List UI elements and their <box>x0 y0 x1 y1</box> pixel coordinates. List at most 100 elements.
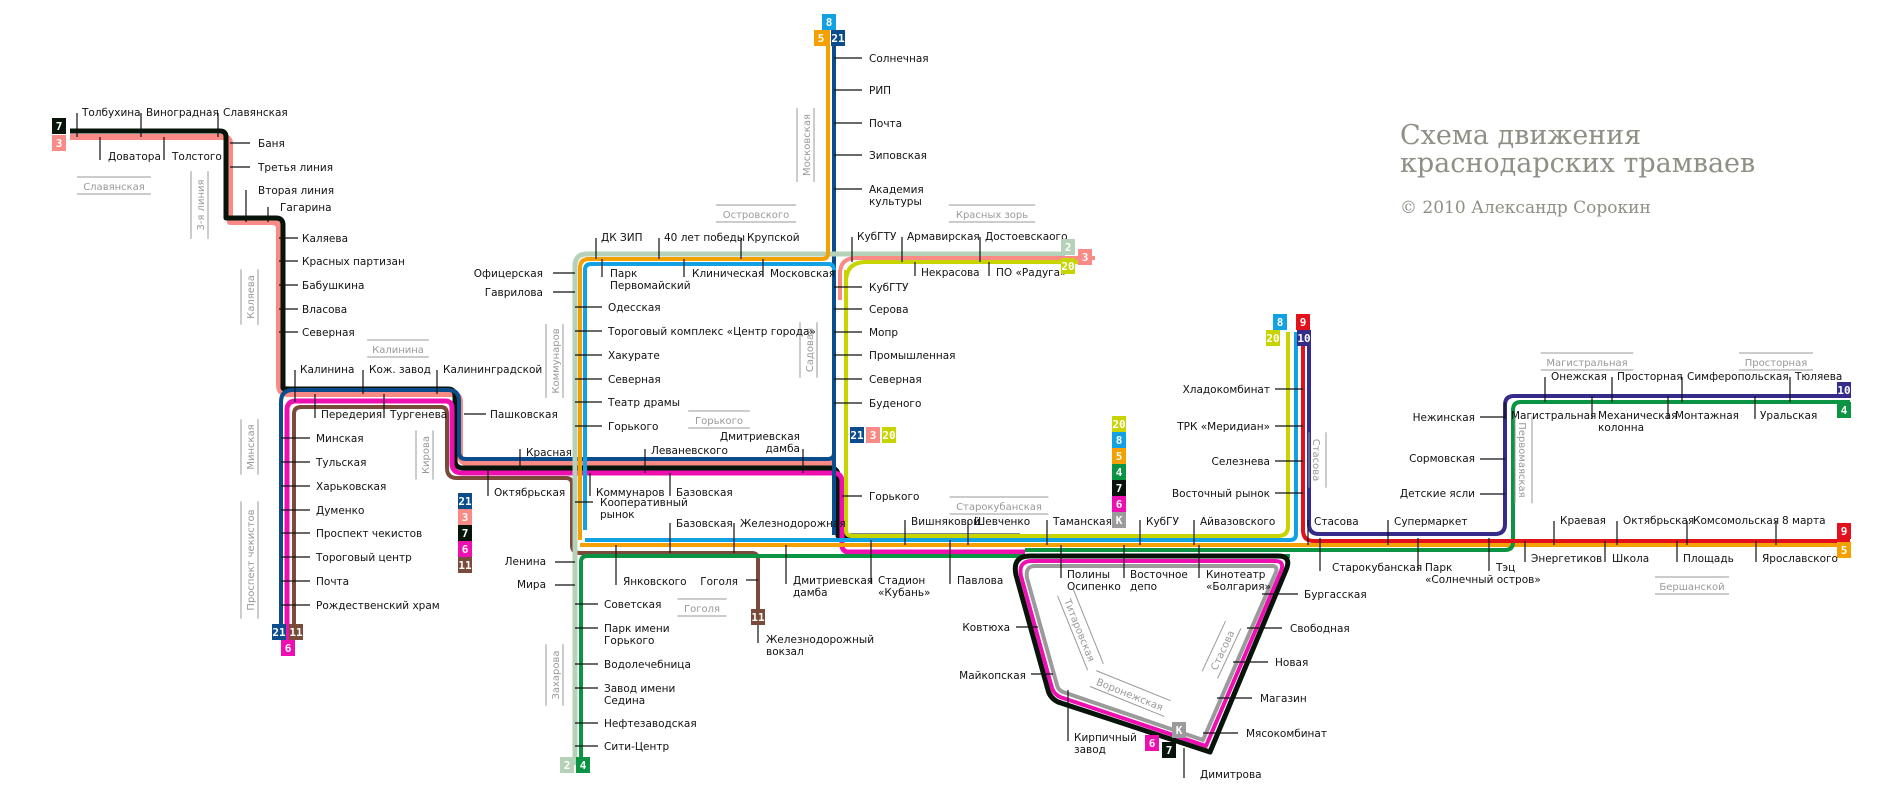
stop-sovetskaya[interactable]: Советская <box>604 599 661 611</box>
route-badge-st-20[interactable]: 20 <box>1266 330 1280 346</box>
route-badge-sad-3[interactable]: 3 <box>866 427 880 443</box>
route-badge-loop-6[interactable]: 6 <box>1145 735 1159 751</box>
stop-stadion[interactable]: Стадион«Кубань» <box>878 575 930 599</box>
stop-dk_zip[interactable]: ДК ЗИП <box>601 232 642 244</box>
stop-teatr[interactable]: Театр драмы <box>607 397 680 409</box>
route-badge-okt-21[interactable]: 21 <box>458 493 472 509</box>
stop-mira[interactable]: Мира <box>517 579 546 591</box>
stop-ayvazovskogo[interactable]: Айвазовского <box>1200 516 1275 528</box>
stop-pashkovskaya[interactable]: Пашковская <box>490 409 558 421</box>
stop-tolbukhina[interactable]: Толбухина <box>81 107 141 119</box>
stop-zipovskaya[interactable]: Зиповская <box>869 150 927 162</box>
stop-pochta1[interactable]: Почта <box>316 576 349 588</box>
route-badge-center-6[interactable]: 6 <box>1112 496 1126 512</box>
route-badge-north-21[interactable]: 21 <box>831 30 845 46</box>
route-badge-center-4[interactable]: 4 <box>1112 464 1126 480</box>
stop-kraevaya[interactable]: Краевая <box>1560 515 1606 527</box>
stop-armavirskaya[interactable]: Армавирская <box>907 231 980 243</box>
stop-raduga[interactable]: ПО «Радуга» <box>996 267 1067 279</box>
stop-bolgariya[interactable]: Кинотеатр«Болгария» <box>1206 569 1271 593</box>
route-badge-okt-3[interactable]: 3 <box>458 509 472 525</box>
stop-kubgtu1[interactable]: КубГТУ <box>857 231 897 243</box>
route-badge-st-8[interactable]: 8 <box>1273 314 1287 330</box>
route-badge-east-9[interactable]: 9 <box>1837 523 1851 539</box>
stop-krasnyh_partizan[interactable]: Красных партизан <box>302 256 405 268</box>
stop-prostornaya[interactable]: Просторная <box>1617 371 1683 383</box>
stop-solnechnaya[interactable]: Солнечная <box>869 53 929 65</box>
route-badge-sad-20[interactable]: 20 <box>882 427 896 443</box>
stop-magazin[interactable]: Магазин <box>1260 693 1307 705</box>
stop-severnaya3[interactable]: Северная <box>869 374 922 386</box>
stop-lenina[interactable]: Ленина <box>505 556 546 568</box>
route-badge-north-5[interactable]: 5 <box>814 30 828 46</box>
stop-ofitserskaya[interactable]: Офицерская <box>474 268 543 280</box>
stop-promyshl[interactable]: Промышленная <box>869 350 955 362</box>
stop-onezhskaya[interactable]: Онежская <box>1551 371 1607 383</box>
stop-severnaya2[interactable]: Северная <box>608 374 661 386</box>
stop-dimitrova[interactable]: Димитрова <box>1200 769 1262 781</box>
stop-torg_center[interactable]: Тороговый центр <box>315 552 412 564</box>
stop-tets[interactable]: Тэц <box>1495 562 1515 574</box>
route-badge-east-10[interactable]: 10 <box>1837 382 1851 398</box>
stop-shevchenko[interactable]: Шевченко <box>974 516 1030 528</box>
stop-tretya[interactable]: Третья линия <box>257 162 333 174</box>
stop-8marta[interactable]: 8 марта <box>1782 515 1826 527</box>
stop-svobodnaya[interactable]: Свободная <box>1290 623 1350 635</box>
stop-shkola[interactable]: Школа <box>1612 553 1649 565</box>
stop-novaya[interactable]: Новая <box>1275 657 1308 669</box>
stop-vost_rynok[interactable]: Восточный рынок <box>1172 488 1270 500</box>
stop-vishnyakovoy[interactable]: Вишняковой <box>911 516 980 528</box>
stop-selezneva[interactable]: Селезнева <box>1212 456 1271 468</box>
stop-kovtyukha[interactable]: Ковтюха <box>962 622 1010 634</box>
stop-myasokomb[interactable]: Мясокомбинат <box>1246 728 1327 740</box>
stop-magistralnaya[interactable]: Магистральная <box>1511 410 1596 422</box>
route-badge-kz-2[interactable]: 2 <box>1061 239 1075 255</box>
stop-slavyanskaya[interactable]: Славянская <box>223 107 288 119</box>
stop-kubgtu2[interactable]: КубГТУ <box>869 282 909 294</box>
stop-perederiya[interactable]: Передерия <box>321 409 382 421</box>
stop-energetikov[interactable]: Энергетиков <box>1531 553 1602 565</box>
stop-bazovskaya2[interactable]: Базовская <box>676 518 733 530</box>
route-badge-okt-6[interactable]: 6 <box>458 541 472 557</box>
stop-nekrasova[interactable]: Некрасова <box>921 267 980 279</box>
stop-klinicheskaya[interactable]: Клиническая <box>692 268 764 280</box>
route-badge-sw-6[interactable]: 6 <box>281 640 295 656</box>
route-badge-okt-7[interactable]: 7 <box>458 525 472 541</box>
route-badge-nw-7[interactable]: 7 <box>52 118 66 134</box>
stop-tolstogo[interactable]: Толстого <box>171 151 222 163</box>
stop-vtoraya[interactable]: Вторая линия <box>258 185 334 197</box>
route-badge-north-8[interactable]: 8 <box>822 14 836 30</box>
stop-tyulyaeva[interactable]: Тюляева <box>1794 371 1842 383</box>
stop-vlasova[interactable]: Власова <box>302 304 347 316</box>
stop-kharkovskaya[interactable]: Харьковская <box>316 481 386 493</box>
route-badge-loop-K[interactable]: К <box>1172 722 1186 738</box>
stop-neftezav[interactable]: Нефтезаводская <box>604 718 697 730</box>
route-badge-st-9[interactable]: 9 <box>1296 314 1310 330</box>
stop-rip[interactable]: РИП <box>869 85 891 97</box>
stop-siti[interactable]: Сити-Центр <box>604 741 669 753</box>
route-badge-center-7[interactable]: 7 <box>1112 480 1126 496</box>
route-badge-sad-21[interactable]: 21 <box>850 427 864 443</box>
stop-levanevskogo[interactable]: Леваневского <box>651 445 728 457</box>
stop-detskie[interactable]: Детские ясли <box>1400 488 1475 500</box>
stop-kaliningradskoy[interactable]: Калининградской <box>443 364 542 376</box>
stop-serova[interactable]: Серова <box>869 304 909 316</box>
stop-minskaya[interactable]: Минская <box>316 433 364 445</box>
stop-banya[interactable]: Баня <box>258 138 285 150</box>
stop-gavrilova[interactable]: Гаврилова <box>485 287 543 299</box>
route-badge-zak-2[interactable]: 2 <box>560 757 574 773</box>
stop-krupskoy[interactable]: Крупской <box>747 232 800 244</box>
stop-turgeneva[interactable]: Тургенева <box>389 409 447 421</box>
stop-torg_kompleks[interactable]: Тороговый комплекс «Центр города» <box>607 326 816 338</box>
stop-babushkina[interactable]: Бабушкина <box>302 280 364 292</box>
stop-moskovskaya[interactable]: Московская <box>770 268 835 280</box>
